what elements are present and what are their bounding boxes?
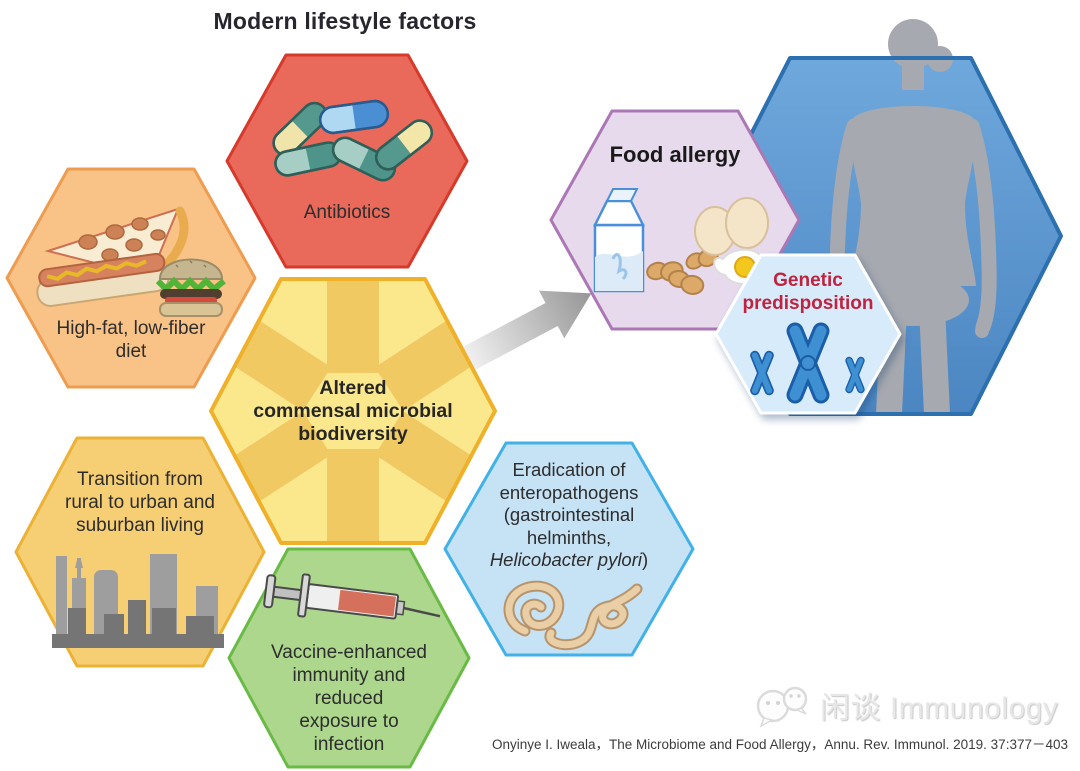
fast-food-icon	[36, 206, 226, 317]
genetic-label-line: predisposition	[742, 293, 874, 314]
vaccine-label-line: reduced	[314, 688, 384, 709]
syringe-icon	[263, 573, 441, 620]
hexagon-genetic-predisposition: Genetic predisposition	[714, 253, 902, 415]
central-label-line: Altered	[319, 377, 387, 399]
vaccine-hexagon-shape	[227, 547, 471, 769]
hot-dog-icon	[36, 252, 170, 307]
hexagon-food-allergy: Food allergy	[549, 109, 801, 331]
hamburger-icon	[155, 258, 226, 317]
vaccine-label-line: infection	[313, 734, 385, 755]
eradication-label-line: helminths,	[526, 526, 612, 548]
eradication-label-line: (gastrointestinal	[503, 504, 635, 525]
central-label-line: biodiversity	[298, 423, 408, 445]
helminth-worms-icon	[503, 580, 643, 651]
hexagon-vaccine-immunity: Vaccine-enhanced immunity and reduced ex…	[227, 547, 471, 769]
pills-icon	[272, 99, 434, 182]
vaccine-label-line: Vaccine-enhanced	[271, 642, 427, 663]
high-fat-label-line: diet	[115, 341, 147, 362]
honeycomb-spokes	[222, 280, 484, 542]
eradication-label-line: enteropathogens	[499, 481, 639, 503]
species-suffix: )	[642, 549, 649, 570]
species-italic: Helicobacter pylori	[489, 549, 642, 570]
transition-label-line: rural to urban and	[65, 492, 215, 513]
city-skyline-icon	[52, 554, 224, 648]
arrow-icon	[459, 290, 592, 372]
food-allergy-label: Food allergy	[609, 142, 741, 167]
diagram-title: Modern lifestyle factors	[213, 8, 477, 34]
peanuts-icon	[646, 247, 719, 295]
antibiotics-label: Antibiotics	[303, 202, 391, 223]
hexagon-high-fat-diet: High-fat, low-fiber diet	[5, 167, 257, 389]
hexagon-antibiotics: Antibiotics	[225, 53, 469, 269]
vaccine-label-line: immunity and	[292, 665, 406, 686]
eradication-label-species-line: Helicobacter pylori)	[443, 549, 695, 572]
central-label-line: commensal microbial	[253, 400, 453, 422]
eradication-label-line: Eradication of	[512, 459, 626, 480]
hexagon-rural-to-urban: Transition from rural to urban and subur…	[14, 436, 266, 668]
genetic-label-line: Genetic	[773, 270, 843, 291]
hexagon-eradication-enteropathogens: Eradication of enteropathogens (gastroin…	[443, 441, 695, 657]
citation-text: Onyinye I. Iweala，The Microbiome and Foo…	[491, 737, 1068, 752]
speech-bubbles-icon	[756, 686, 808, 728]
transition-label-line: suburban living	[76, 515, 204, 536]
high-fat-label-line: High-fat, low-fiber	[56, 318, 206, 339]
milk-carton-icon	[592, 188, 646, 293]
transition-label-line: Transition from	[77, 469, 203, 490]
vaccine-label-line: exposure to	[299, 711, 399, 732]
watermark: 闲谈 Immunology	[752, 682, 1058, 728]
watermark-text: 闲谈 Immunology	[820, 692, 1059, 725]
chromosomes-icon	[750, 322, 865, 404]
hexagon-altered-microbial-biodiversity: Altered commensal microbial biodiversity	[209, 277, 497, 545]
